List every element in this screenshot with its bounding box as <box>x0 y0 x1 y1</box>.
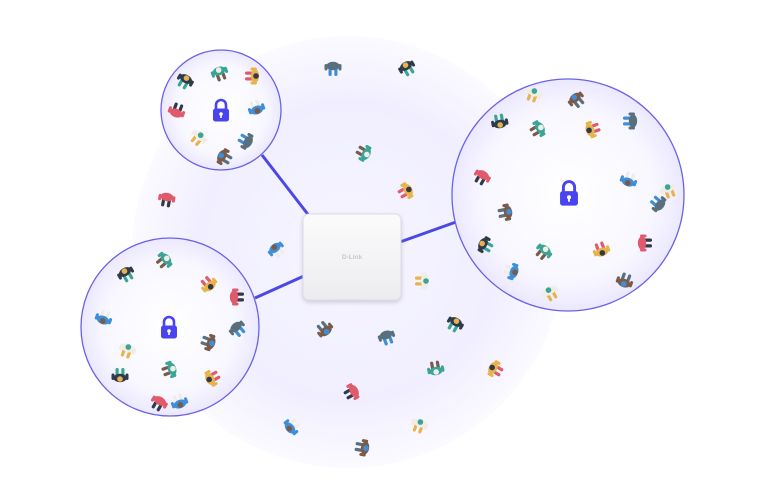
link-right <box>399 220 457 244</box>
person-icon <box>497 203 513 221</box>
person-icon <box>204 369 221 387</box>
person-icon <box>167 102 186 118</box>
person-icon <box>200 276 218 293</box>
person-icon <box>619 171 638 187</box>
person-icon <box>324 61 342 76</box>
person-icon <box>592 241 611 257</box>
access-point-device <box>302 213 402 301</box>
person-icon <box>118 343 137 359</box>
person-icon <box>491 113 509 129</box>
person-icon <box>210 66 229 82</box>
person-icon <box>229 288 244 306</box>
person-icon <box>150 395 168 412</box>
connection-lines <box>254 154 457 300</box>
lock-icon <box>213 98 229 122</box>
person-icon <box>503 262 519 281</box>
person-icon <box>541 285 559 302</box>
person-icon <box>398 60 416 77</box>
person-icon <box>216 148 233 166</box>
person-icon <box>650 195 667 213</box>
link-bottom-left <box>254 274 305 300</box>
person-icon <box>524 87 543 103</box>
person-icon <box>156 251 173 269</box>
person-icon <box>529 120 546 138</box>
person-icon <box>170 393 189 409</box>
person-icon <box>176 73 194 90</box>
person-icon <box>111 368 129 383</box>
person-icon <box>427 360 445 376</box>
device-brand-label: D-Link <box>342 254 363 261</box>
person-icon <box>355 144 372 162</box>
person-icon <box>94 309 113 325</box>
person-icon <box>354 439 370 457</box>
person-icon <box>228 320 246 337</box>
person-icon <box>247 99 266 115</box>
person-icon <box>283 418 300 436</box>
person-icon <box>267 241 285 258</box>
person-icon <box>377 330 396 346</box>
person-icon <box>585 120 601 139</box>
person-icon <box>567 91 585 108</box>
person-icon <box>410 418 429 434</box>
person-icon <box>637 234 652 252</box>
person-icon <box>446 316 464 333</box>
person-icon <box>161 360 177 379</box>
person-icon <box>477 236 494 254</box>
person-icon <box>487 360 504 378</box>
people-layer <box>94 60 678 457</box>
person-icon <box>615 272 634 288</box>
person-icon <box>473 169 491 186</box>
person-icon <box>535 243 553 260</box>
person-icon <box>316 321 334 338</box>
person-icon <box>117 266 135 283</box>
person-icon <box>623 112 638 130</box>
person-icon <box>343 383 360 401</box>
person-icon <box>190 129 208 146</box>
person-icon <box>237 132 254 150</box>
link-top-left <box>260 154 312 218</box>
lock-icon <box>161 315 177 339</box>
lock-icon <box>560 180 578 206</box>
person-icon <box>415 272 430 290</box>
person-icon <box>158 192 176 208</box>
person-icon <box>245 67 260 85</box>
person-icon <box>200 333 216 352</box>
person-icon <box>659 183 678 199</box>
person-icon <box>397 182 414 200</box>
